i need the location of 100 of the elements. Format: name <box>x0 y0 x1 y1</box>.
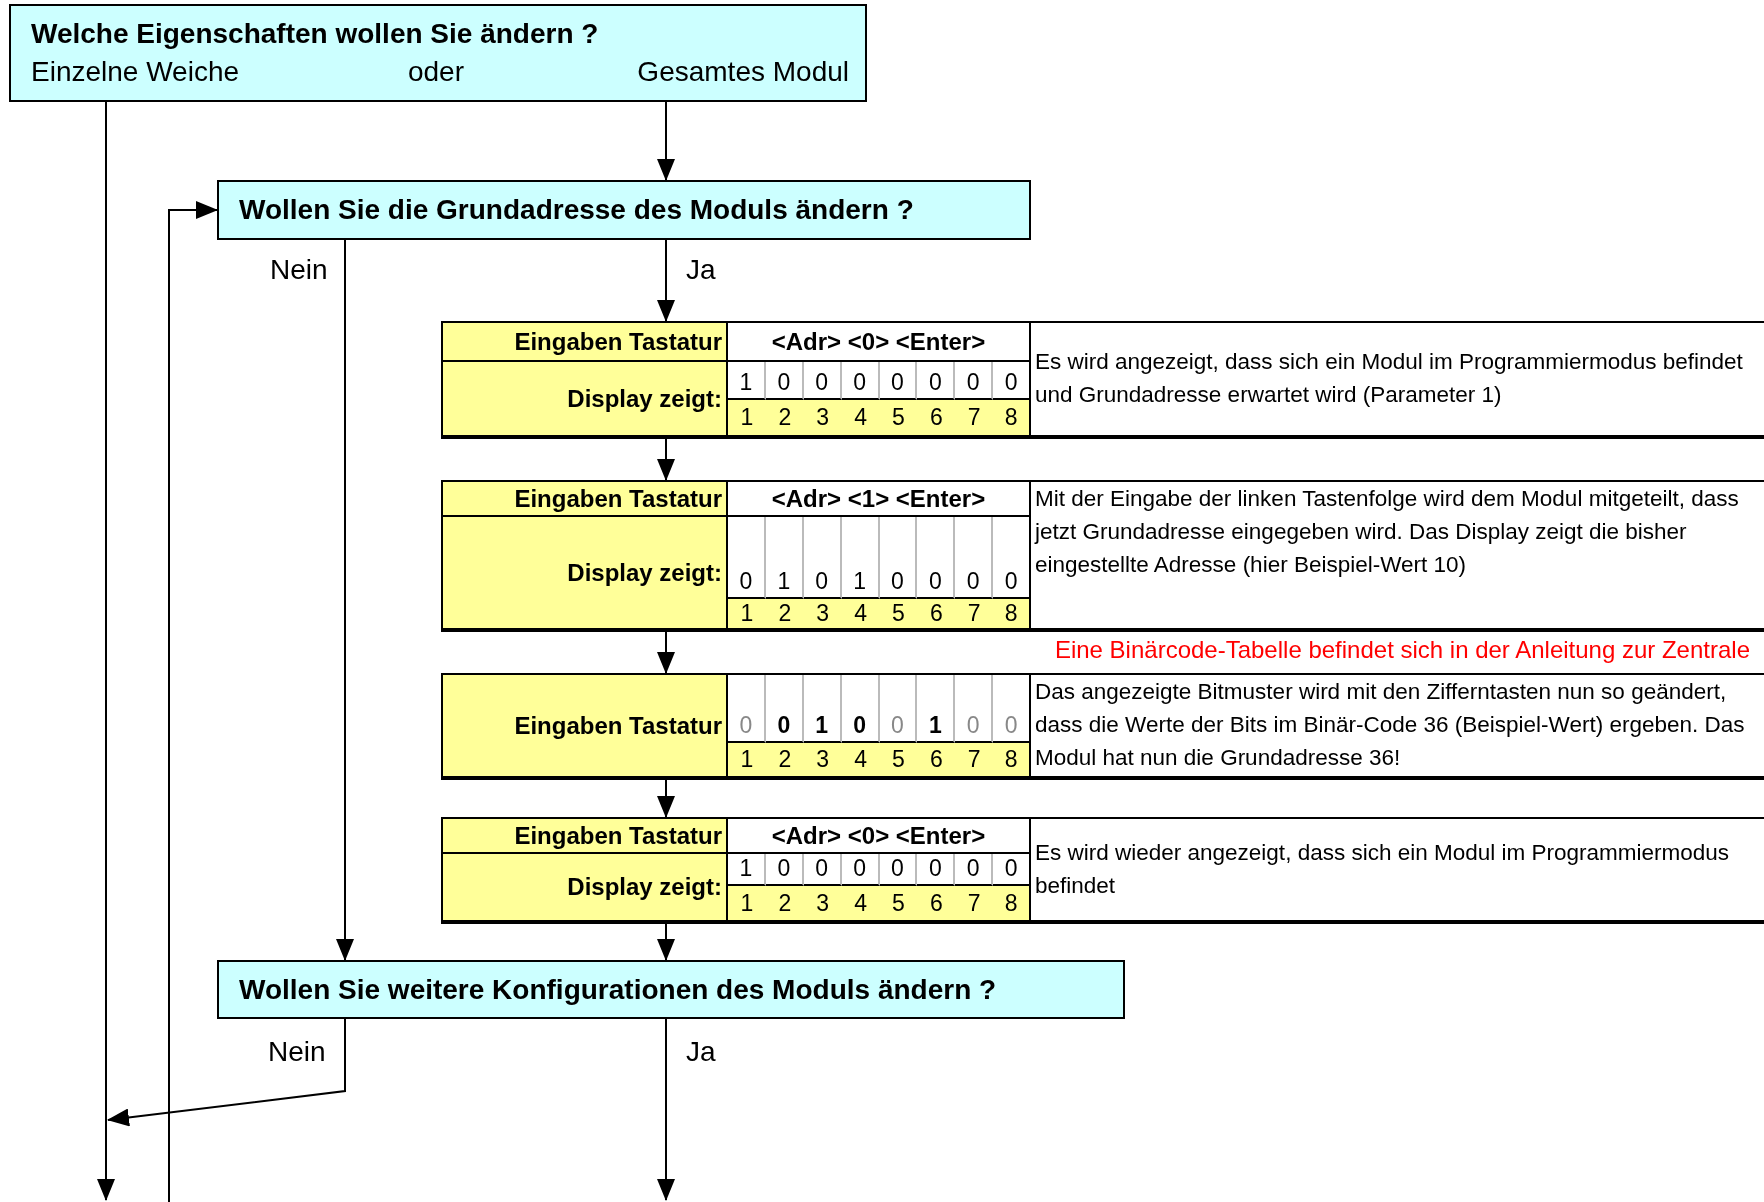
instruction-table <box>441 480 1764 632</box>
table-cell: Eingaben Tastatur <box>443 482 728 517</box>
bit-number: 5 <box>879 599 918 628</box>
digit-cell: 1 <box>841 517 880 599</box>
description-text: Es wird angezeigt, dass sich ein Modul im Programmiermodus befindet und Grundadresse erwartet wird (Parameter 1) <box>1035 348 1744 409</box>
digit-cell: 0 <box>993 854 1031 886</box>
question-text: Welche Eigenschaften wollen Sie ändern ? <box>31 18 599 50</box>
arrow <box>97 101 115 1201</box>
bit-number: 5 <box>879 400 918 435</box>
key-sequence: <Adr> <0> <Enter> <box>728 819 1031 854</box>
bit-number: 2 <box>765 743 804 776</box>
bit-number: 8 <box>993 886 1031 920</box>
digit-cell: 0 <box>841 854 880 886</box>
key-sequence: <Adr> <1> <Enter> <box>728 482 1031 517</box>
bit-number: 2 <box>765 886 804 920</box>
arrow <box>657 239 675 322</box>
digit-cell: 0 <box>728 675 766 743</box>
digit-cell: 1 <box>728 854 766 886</box>
bit-number: 7 <box>955 400 994 435</box>
digit-cell: 0 <box>955 854 994 886</box>
digit-cell: 0 <box>879 675 918 743</box>
bit-number: 8 <box>993 599 1031 628</box>
table-cell: Eingaben Tastatur <box>443 323 728 362</box>
arrow <box>657 1018 675 1201</box>
digit-cell: 0 <box>841 675 880 743</box>
digit-cell: 1 <box>803 675 842 743</box>
digit-cell: 1 <box>917 675 956 743</box>
bit-number: 6 <box>917 599 956 628</box>
edge-label: Ja <box>686 254 716 286</box>
bit-number: 4 <box>841 400 880 435</box>
bit-number: 2 <box>765 400 804 435</box>
bit-number: 4 <box>841 886 880 920</box>
arrow <box>168 201 218 1202</box>
digit-cell: 0 <box>879 517 918 599</box>
key-sequence: <Adr> <0> <Enter> <box>728 323 1031 362</box>
digit-cell: 0 <box>803 517 842 599</box>
question-text: Wollen Sie weitere Konfigurationen des Moduls ändern ? <box>239 973 997 1006</box>
digit-cell: 0 <box>917 362 956 400</box>
bit-number: 6 <box>917 400 956 435</box>
arrow <box>657 101 675 181</box>
bit-number: 7 <box>955 743 994 776</box>
bit-number: 1 <box>728 599 766 628</box>
bit-number: 7 <box>955 886 994 920</box>
bit-number: 1 <box>728 886 766 920</box>
bit-number: 3 <box>803 886 842 920</box>
digit-cell: 1 <box>765 517 804 599</box>
bit-number: 3 <box>803 743 842 776</box>
question-box <box>217 960 1125 1019</box>
bit-number: 4 <box>841 743 880 776</box>
question-box <box>9 4 867 102</box>
bit-number: 2 <box>765 599 804 628</box>
bit-number: 5 <box>879 886 918 920</box>
digit-cell: 0 <box>917 517 956 599</box>
digit-cell: 0 <box>803 362 842 400</box>
bit-number: 8 <box>993 400 1031 435</box>
edge-label: Nein <box>268 1036 326 1068</box>
digit-cell: 0 <box>993 517 1031 599</box>
description-text: Das angezeigte Bitmuster wird mit den Zifferntasten nun so geändert, dass die Werte der Bits im Binär-Code 36 (Beispiel-Wert) ergeben. Das Modul hat nun die Grundadresse 36! <box>1035 678 1746 772</box>
digit-cell: 0 <box>765 854 804 886</box>
bit-number: 4 <box>841 599 880 628</box>
arrow <box>107 1018 346 1127</box>
arrow <box>657 631 675 674</box>
table-cell: Eingaben Tastatur <box>443 675 728 776</box>
digit-cell: 0 <box>765 362 804 400</box>
edge-label: Ja <box>686 1036 716 1068</box>
table-cell: Display zeigt: <box>443 517 728 628</box>
bit-number: 6 <box>917 743 956 776</box>
bit-number: 1 <box>728 743 766 776</box>
question-text: Wollen Sie die Grundadresse des Moduls ändern ? <box>239 194 914 226</box>
bit-number: 5 <box>879 743 918 776</box>
edge-label: Nein <box>270 254 328 286</box>
digit-cell: 0 <box>955 517 994 599</box>
option-text: Einzelne Weiche <box>31 56 240 88</box>
digit-cell: 1 <box>728 362 766 400</box>
digit-cell: 0 <box>955 362 994 400</box>
bit-number: 3 <box>803 400 842 435</box>
digit-cell: 0 <box>917 854 956 886</box>
question-box <box>217 180 1031 240</box>
description-text: Mit der Eingabe der linken Tastenfolge wird dem Modul mitgeteilt, dass jetzt Grundadresse eingegeben wird. Das Display zeigt die bisher eingestellte Adresse (hier Beispiel-Wert 10) <box>1035 485 1740 579</box>
bit-number: 7 <box>955 599 994 628</box>
table-cell: Eingaben Tastatur <box>443 819 728 854</box>
bit-number: 6 <box>917 886 956 920</box>
table-cell: Display zeigt: <box>443 854 728 920</box>
digit-cell: 0 <box>879 854 918 886</box>
arrow <box>657 779 675 818</box>
digit-cell: 0 <box>879 362 918 400</box>
digit-cell: 0 <box>993 675 1031 743</box>
digit-cell: 0 <box>765 675 804 743</box>
digit-cell: 0 <box>993 362 1031 400</box>
bit-number: 8 <box>993 743 1031 776</box>
instruction-table <box>441 673 1764 780</box>
instruction-table <box>441 321 1764 439</box>
table-cell: Display zeigt: <box>443 362 728 435</box>
arrow <box>336 239 354 961</box>
digit-cell: 0 <box>955 675 994 743</box>
arrow <box>657 438 675 481</box>
note-text: Eine Binärcode-Tabelle befindet sich in der Anleitung zur Zentrale <box>1054 636 1750 664</box>
digit-cell: 0 <box>803 854 842 886</box>
bit-number: 3 <box>803 599 842 628</box>
digit-cell: 0 <box>841 362 880 400</box>
